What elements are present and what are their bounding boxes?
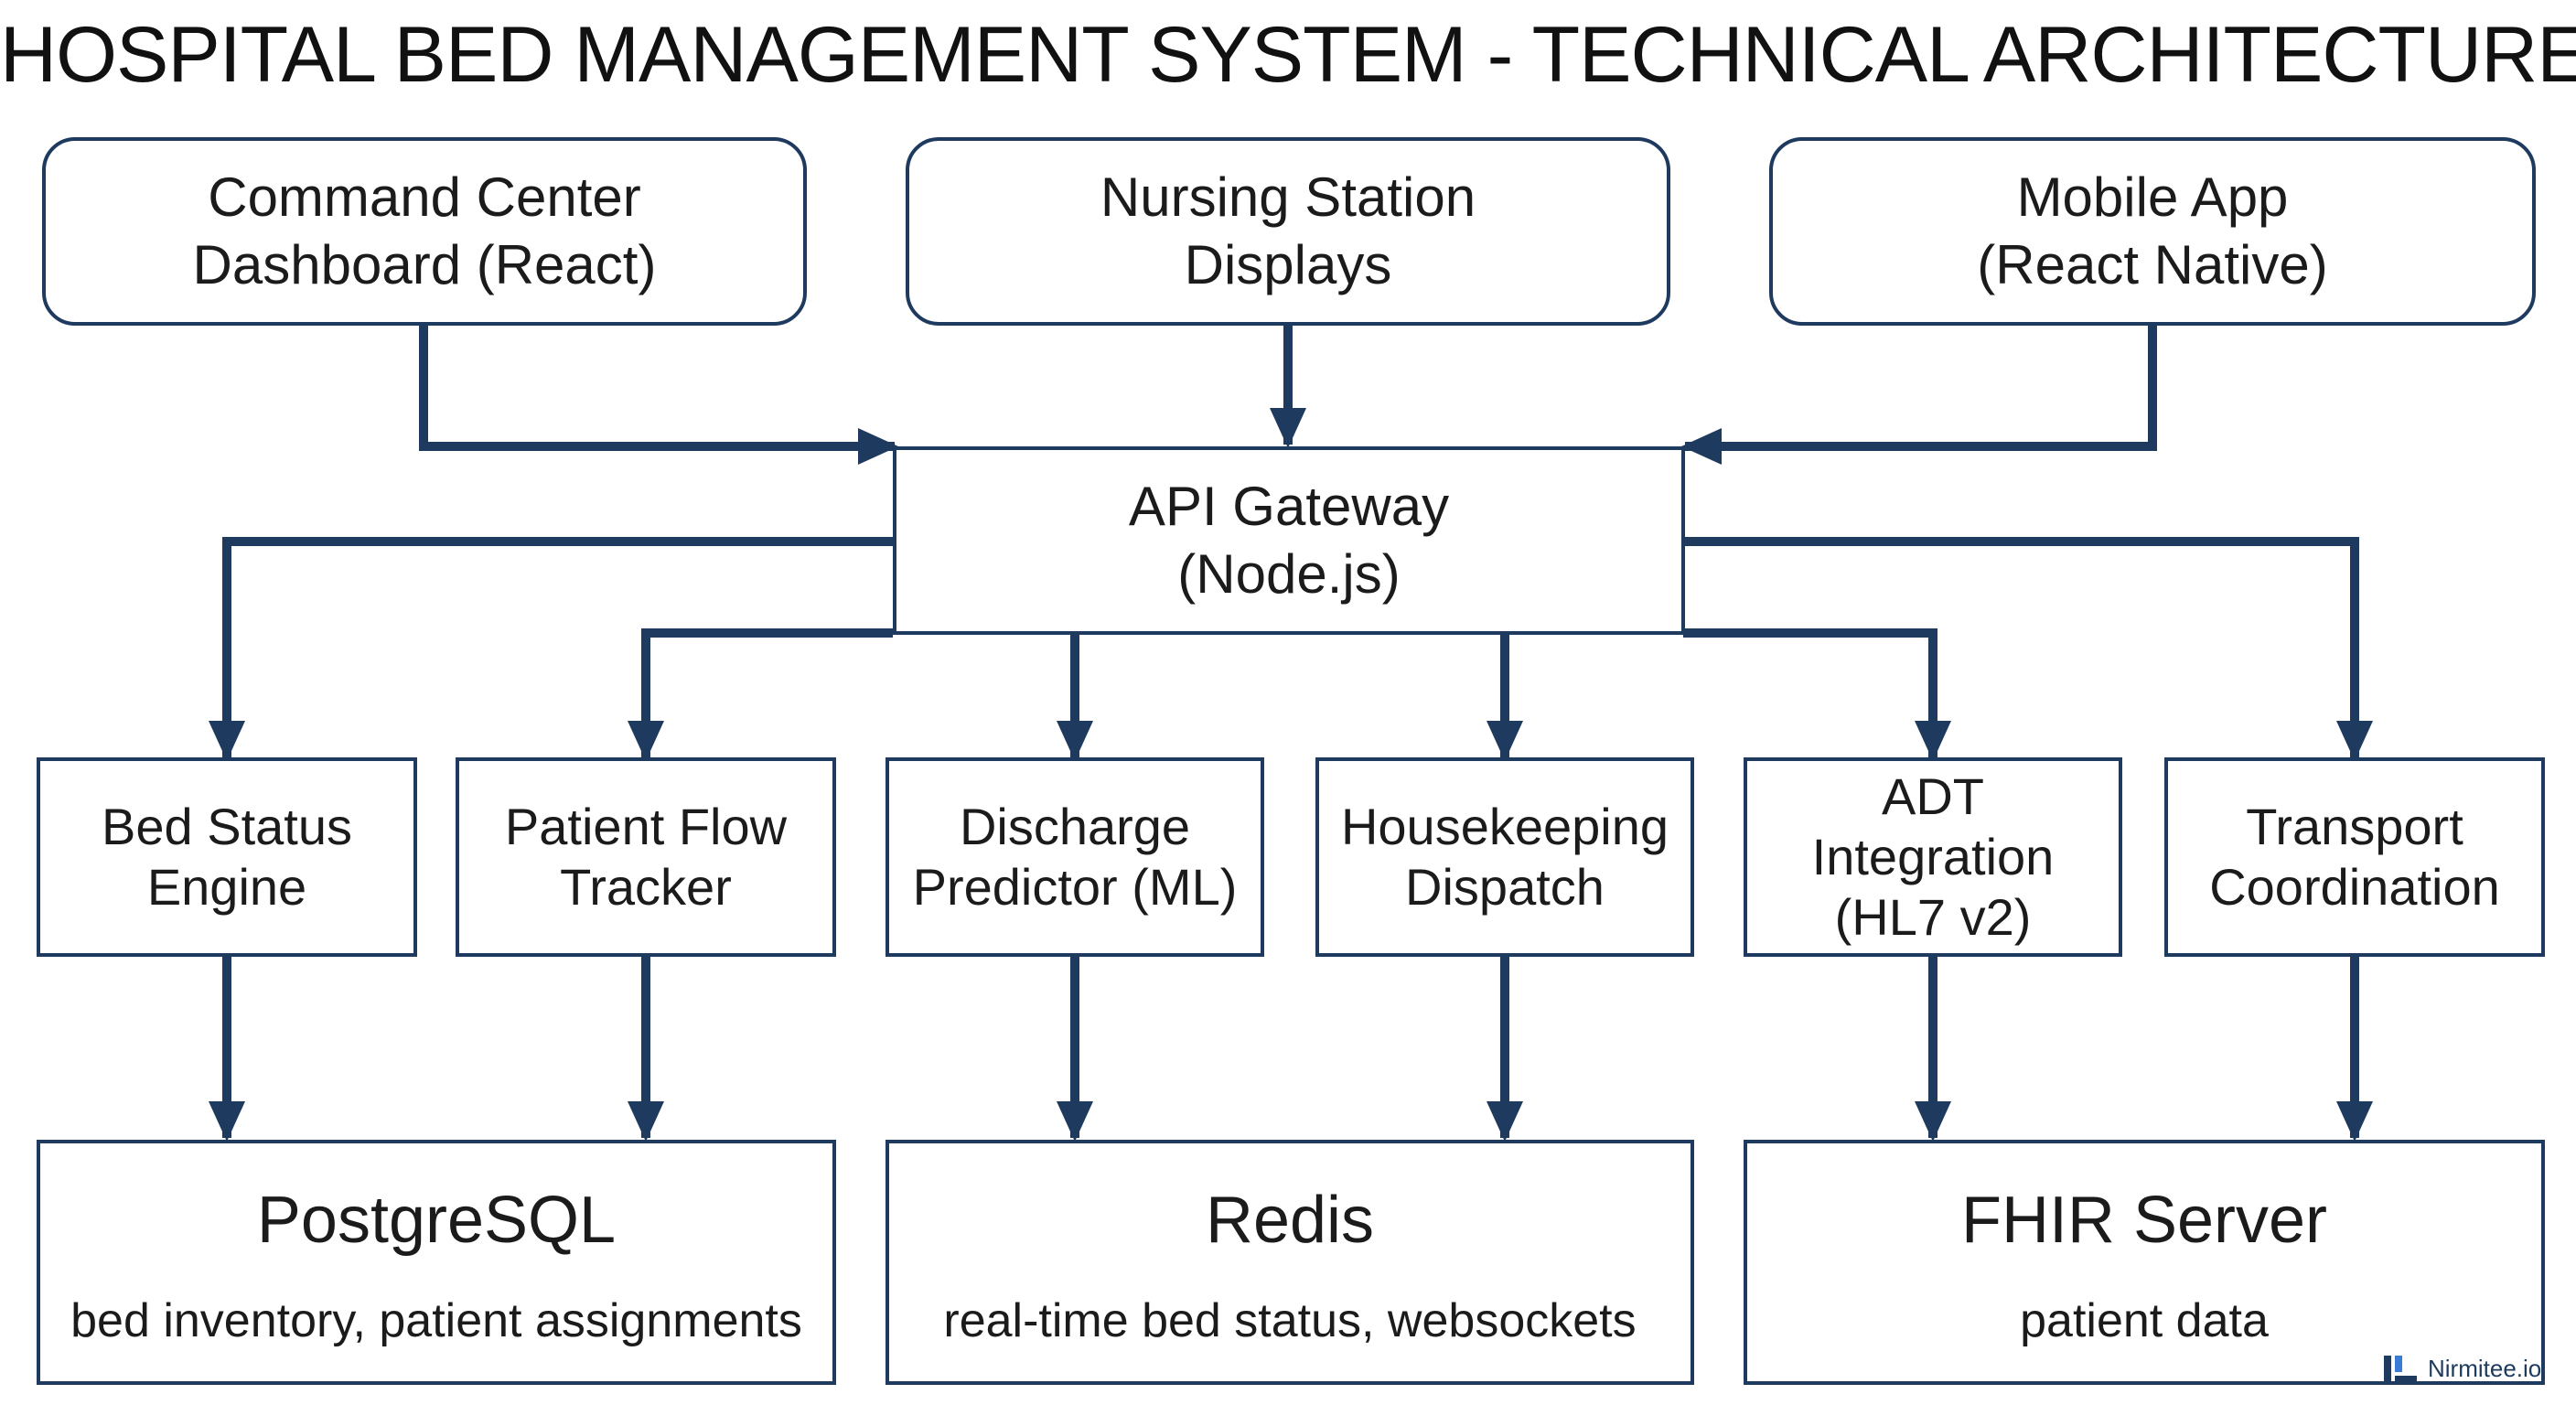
arrow-command-center-to-gateway xyxy=(419,326,898,465)
adt-integration-box: ADT Integration (HL7 v2) xyxy=(1744,757,2122,957)
transport-coordination-box: Transport Coordination xyxy=(2164,757,2545,957)
nirmitee-logo-icon xyxy=(2384,1356,2417,1381)
transport-coordination-label: Transport Coordination xyxy=(2209,798,2500,916)
adt-integration-label: ADT Integration (HL7 v2) xyxy=(1811,767,2055,946)
brand-text: Nirmitee.io xyxy=(2428,1354,2542,1382)
redis-name: Redis xyxy=(1205,1184,1375,1257)
arrow-gateway-to-patient-flow xyxy=(628,628,893,761)
arrow-mobile-app-to-gateway xyxy=(1681,326,2157,465)
arrow-gateway-to-transport xyxy=(1683,537,2373,761)
arrow-gateway-to-bed-status xyxy=(209,537,893,761)
postgresql-box: PostgreSQL bed inventory, patient assign… xyxy=(37,1140,836,1385)
discharge-predictor-label: Discharge Predictor (ML) xyxy=(912,798,1238,916)
mobile-app-label: Mobile App (React Native) xyxy=(1977,166,2328,295)
nursing-station-displays-box: Nursing Station Displays xyxy=(906,137,1670,326)
fhir-server-box: FHIR Server patient data xyxy=(1744,1140,2545,1385)
housekeeping-dispatch-label: Housekeeping Dispatch xyxy=(1340,798,1669,916)
bed-status-engine-box: Bed Status Engine xyxy=(37,757,417,957)
redis-box: Redis real-time bed status, websockets xyxy=(886,1140,1694,1385)
postgresql-name: PostgreSQL xyxy=(256,1184,617,1257)
api-gateway-box: API Gateway (Node.js) xyxy=(893,446,1685,635)
command-center-label: Command Center Dashboard (React) xyxy=(192,166,657,295)
arrow-gateway-to-adt xyxy=(1683,628,1951,761)
redis-description: real-time bed status, websockets xyxy=(943,1294,1637,1347)
postgresql-description: bed inventory, patient assignments xyxy=(70,1294,802,1347)
diagram-title: HOSPITAL BED MANAGEMENT SYSTEM - TECHNIC… xyxy=(0,11,2576,99)
discharge-predictor-box: Discharge Predictor (ML) xyxy=(886,757,1264,957)
mobile-app-box: Mobile App (React Native) xyxy=(1769,137,2536,326)
api-gateway-label: API Gateway (Node.js) xyxy=(1128,476,1450,605)
nursing-station-label: Nursing Station Displays xyxy=(1100,166,1476,295)
bed-status-engine-label: Bed Status Engine xyxy=(102,798,352,916)
command-center-dashboard-box: Command Center Dashboard (React) xyxy=(42,137,807,326)
housekeeping-dispatch-box: Housekeeping Dispatch xyxy=(1315,757,1694,957)
brand-watermark: Nirmitee.io xyxy=(2382,1350,2541,1387)
patient-flow-tracker-label: Patient Flow Tracker xyxy=(504,798,788,916)
patient-flow-tracker-box: Patient Flow Tracker xyxy=(456,757,836,957)
fhir-server-description: patient data xyxy=(2020,1294,2269,1347)
fhir-server-name: FHIR Server xyxy=(1960,1184,2328,1257)
